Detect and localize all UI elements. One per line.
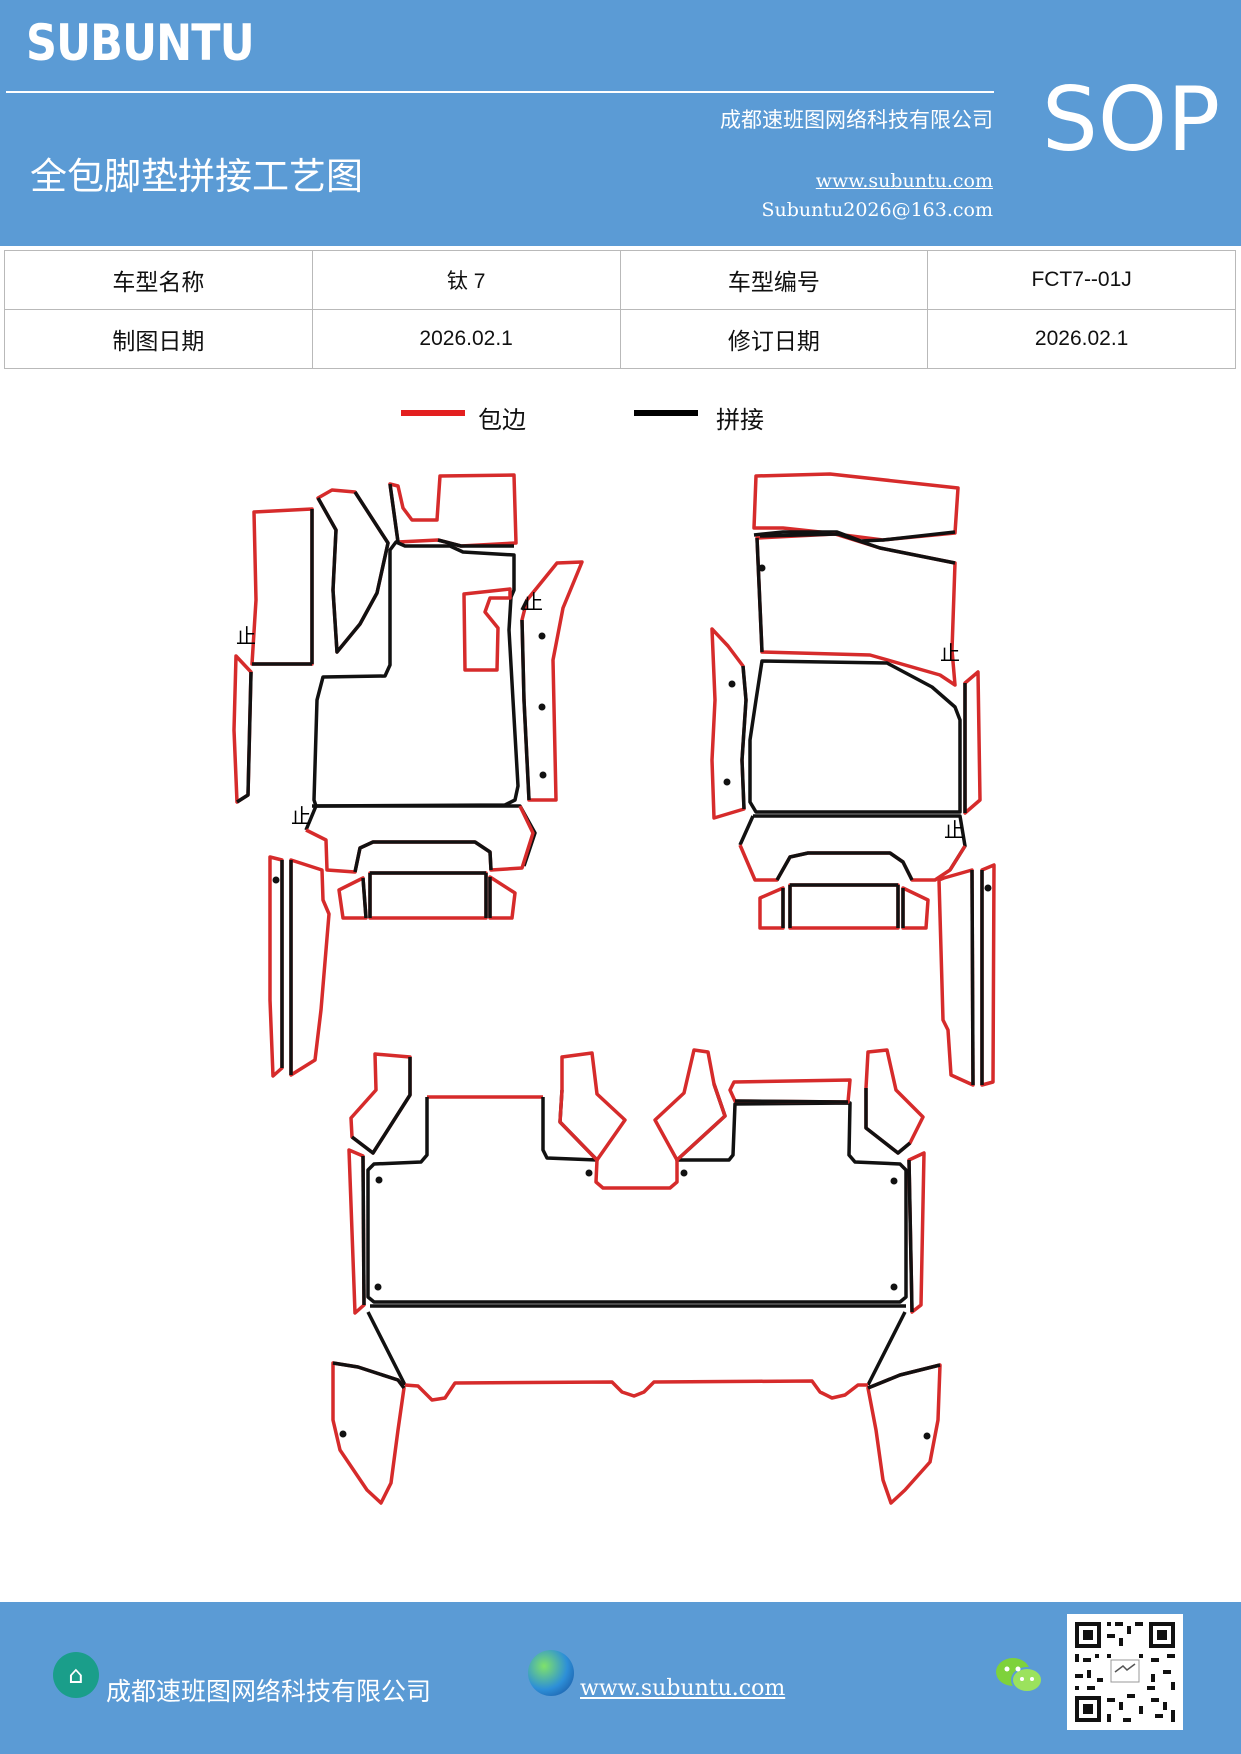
header-company: 成都速班图网络科技有限公司: [720, 108, 993, 132]
mat-seam: [907, 1159, 914, 1313]
mat-seam: [388, 483, 514, 548]
sop-badge: SOP: [1042, 68, 1221, 171]
qr-code: [1067, 1614, 1183, 1730]
mat-piece: [268, 855, 284, 1078]
mat-seam: [316, 491, 390, 654]
mat-piece: [368, 871, 488, 920]
mat-seam: [252, 509, 314, 666]
mat-piece: [864, 1048, 925, 1155]
mat-seam: [970, 869, 975, 1086]
mat-piece: [788, 883, 900, 930]
wechat-icon[interactable]: [995, 1654, 1043, 1698]
mat-piece: [462, 587, 512, 672]
legend-swatch-edge: [401, 410, 465, 416]
rear-mat-group: [331, 1048, 942, 1505]
table-value-revision-date: 2026.02.1: [927, 309, 1236, 369]
table-value-draw-date: 2026.02.1: [311, 309, 621, 369]
mat-seam: [734, 1099, 849, 1104]
building-icon: ⌂: [53, 1652, 99, 1698]
mat-seam: [366, 1083, 908, 1304]
info-table: 车型名称 钛 7 车型编号 FCT7--01J 制图日期 2026.02.1 修…: [4, 250, 1236, 369]
mat-piece: [752, 472, 960, 542]
mat-piece: [520, 560, 584, 802]
globe-icon: [528, 1650, 574, 1696]
legend-label-seam: 拼接: [716, 406, 764, 434]
table-value-model-name: 钛 7: [311, 250, 621, 310]
table-label-model-name: 车型名称: [4, 250, 313, 310]
mat-piece: [758, 886, 785, 930]
mat-piece: [305, 805, 535, 874]
mat-piece: [710, 627, 748, 820]
stop-marker: 止: [523, 590, 543, 614]
footer-website-link[interactable]: www.subuntu.com: [580, 1676, 786, 1701]
mat-piece: [388, 473, 518, 548]
header-website-link[interactable]: www.subuntu.com: [815, 170, 993, 192]
stop-marker: 止: [291, 804, 311, 828]
mat-main: [312, 540, 520, 808]
mat-seam: [332, 1361, 406, 1390]
mat-seam: [304, 804, 537, 867]
mat-seam: [368, 871, 488, 918]
mat-seam: [520, 599, 531, 801]
page-title: 全包脚垫拼接工艺图: [30, 155, 363, 198]
mat-seam: [867, 1363, 941, 1390]
stop-marker: 止: [944, 818, 964, 842]
mat-piece: [404, 1379, 868, 1402]
mat-seam: [755, 532, 956, 653]
mat-seam: [788, 883, 900, 928]
mat-piece: [594, 1159, 679, 1190]
table-label-model-code: 车型编号: [619, 250, 929, 310]
legend-swatch-seam: [634, 410, 698, 416]
table-label-draw-date: 制图日期: [4, 309, 313, 369]
footer-banner: ⌂ 成都速班图网络科技有限公司 www.subuntu.com: [0, 1602, 1241, 1754]
mat-piece: [250, 507, 314, 666]
mat-seam: [366, 1311, 907, 1386]
mat-piece: [289, 858, 331, 1077]
mat-piece: [937, 868, 975, 1087]
mat-seam: [236, 671, 253, 804]
table-row: 制图日期 2026.02.1 修订日期 2026.02.1: [4, 309, 1236, 369]
mat-piece: [738, 844, 967, 882]
legend-label-edge: 包边: [478, 406, 526, 434]
mat-seam: [350, 1057, 412, 1155]
floor-mat-drawing: 止 止 止 止 止: [232, 472, 996, 1505]
mat-seam: [353, 840, 493, 873]
stop-marker: 止: [940, 641, 960, 665]
right-mat-group: 止 止: [710, 472, 996, 1087]
mat-main: [748, 659, 962, 814]
mat-piece: [963, 670, 982, 815]
mat-seam: [361, 1155, 366, 1306]
stop-marker: 止: [236, 624, 256, 648]
left-mat-group: 止 止 止: [232, 473, 584, 1078]
header-email[interactable]: Subuntu2026@163.com: [761, 199, 993, 221]
mat-seam: [738, 814, 967, 871]
mat-piece: [980, 863, 996, 1087]
mat-seam: [775, 851, 914, 881]
mat-piece: [488, 875, 517, 920]
header-banner: SUBUNTU 成都速班图网络科技有限公司 全包脚垫拼接工艺图 www.subu…: [0, 0, 1241, 246]
mat-seam: [740, 665, 748, 810]
table-label-revision-date: 修订日期: [619, 309, 929, 369]
mat-seam: [361, 877, 368, 919]
brand-logo: SUBUNTU: [26, 14, 255, 72]
mat-piece: [558, 1051, 627, 1162]
mat-seam: [864, 1088, 912, 1155]
header-divider: [6, 91, 994, 93]
table-value-model-code: FCT7--01J: [927, 250, 1236, 310]
mat-piece: [653, 1048, 727, 1162]
footer-company: 成都速班图网络科技有限公司: [106, 1677, 432, 1706]
table-row: 车型名称 钛 7 车型编号 FCT7--01J: [4, 250, 1236, 310]
legend: 包边 拼接: [0, 400, 1241, 440]
mat-piece: [728, 1078, 852, 1104]
mat-piece: [901, 886, 930, 930]
